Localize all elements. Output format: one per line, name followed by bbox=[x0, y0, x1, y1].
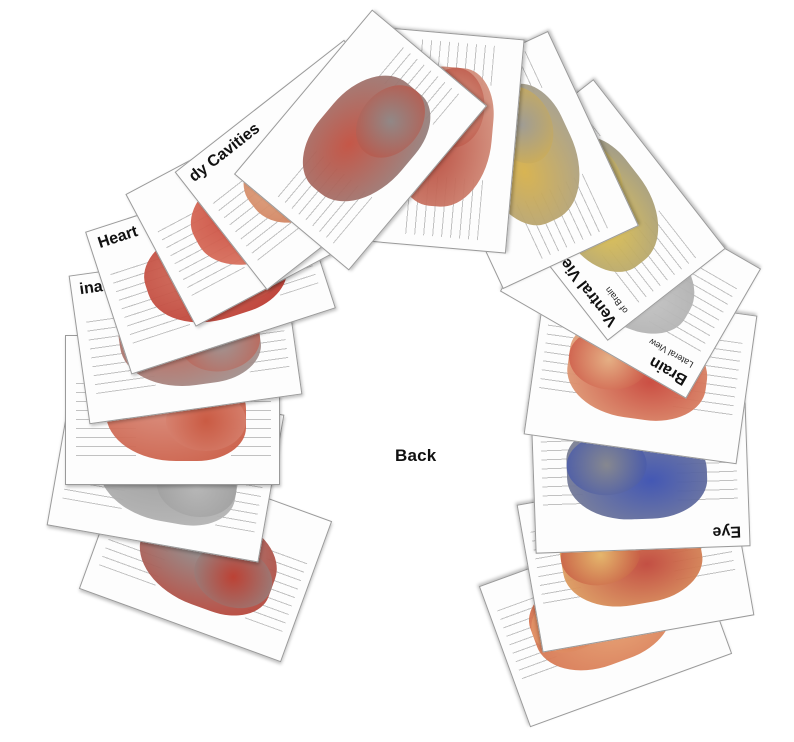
card-title: Eye bbox=[712, 522, 742, 541]
back-label: Back bbox=[395, 446, 437, 465]
card-title: Heart bbox=[95, 223, 140, 252]
